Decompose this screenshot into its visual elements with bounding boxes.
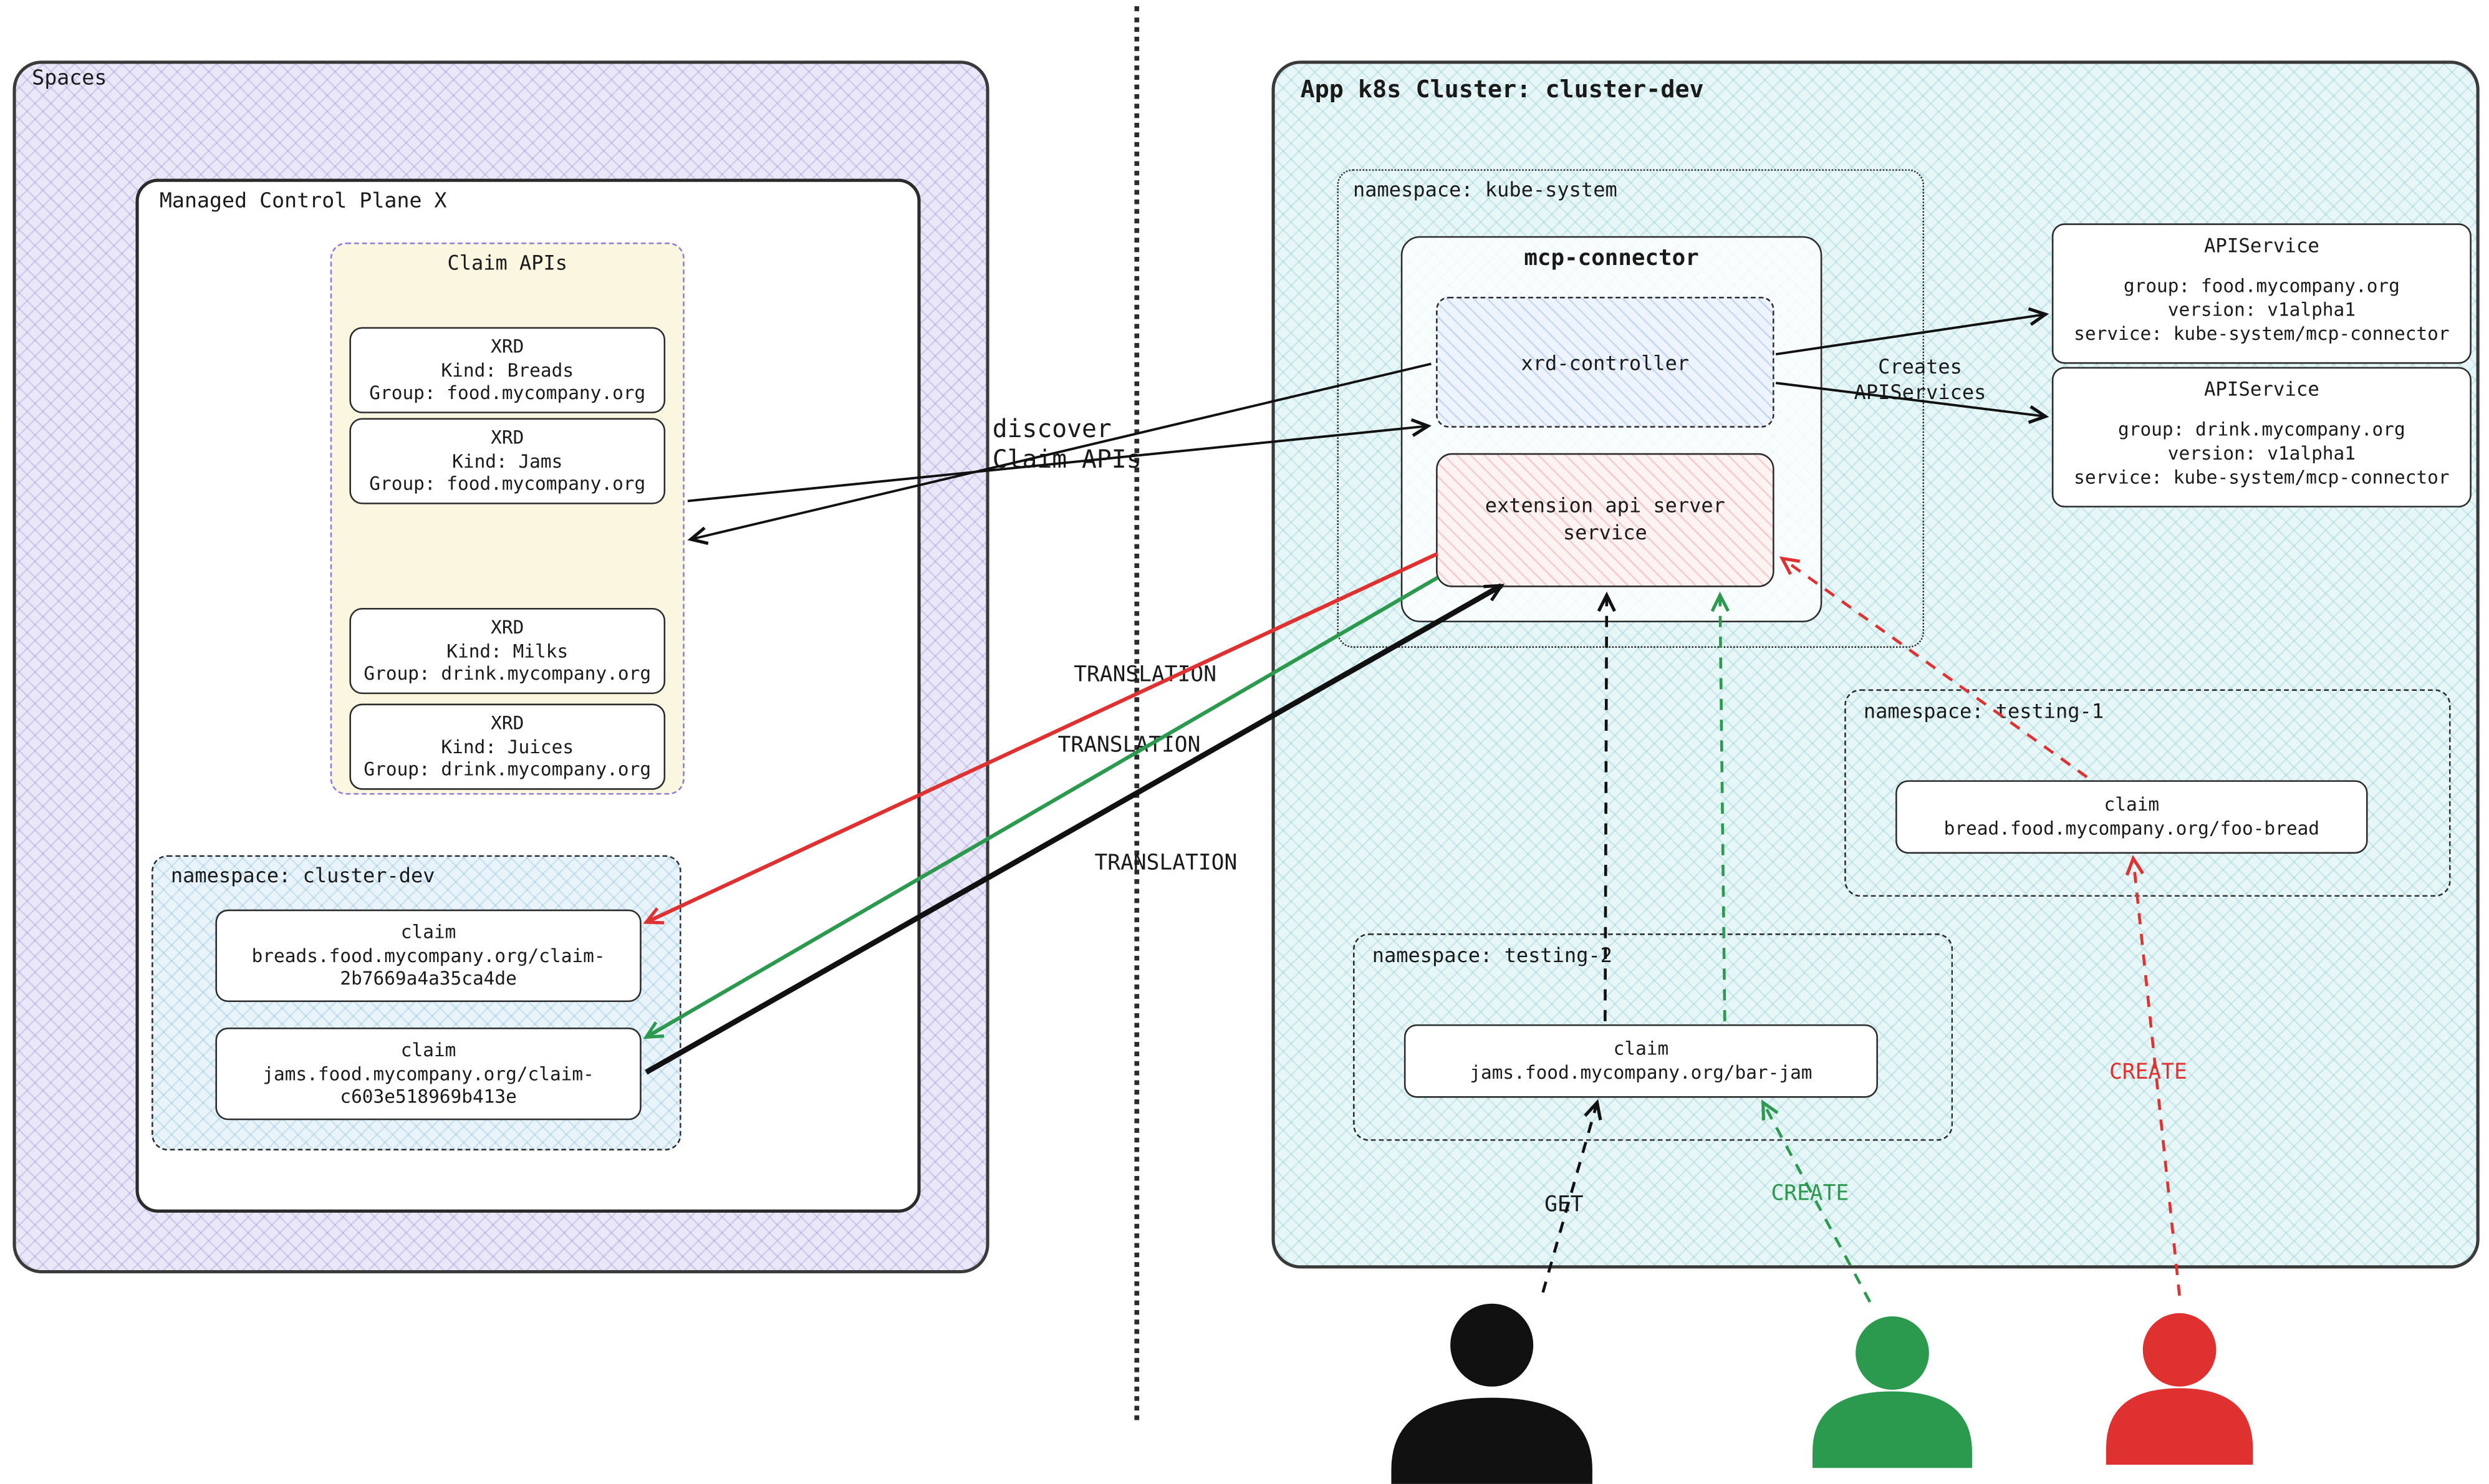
create-label-green: CREATE	[1771, 1180, 1849, 1207]
managed-control-plane-label: Managed Control Plane X	[159, 190, 447, 214]
discover-claim-apis-label: discover Claim APIs	[992, 415, 1142, 475]
xrd-kind: Kind: Juices	[441, 735, 574, 758]
claim-title: claim	[1613, 1037, 1669, 1060]
xrd-group: Group: food.mycompany.org	[369, 473, 646, 496]
claim-apis-title: Claim APIs	[447, 250, 568, 275]
apiservice-drink-box: APIService group: drink.mycompany.org ve…	[2051, 367, 2472, 508]
translation-label-red: TRANSLATION	[1074, 662, 1216, 688]
creates-apiservices-label: Creates APIServices	[1854, 354, 1986, 403]
claim-title: claim	[400, 1038, 456, 1061]
claim-bar-jam-box: claim jams.food.mycompany.org/bar-jam	[1403, 1024, 1878, 1098]
translation-label-black: TRANSLATION	[1094, 850, 1238, 876]
claim-breads-box: claim breads.food.mycompany.org/claim- 2…	[215, 909, 642, 1003]
translation-label-green: TRANSLATION	[1057, 732, 1201, 758]
claim-title: claim	[400, 920, 456, 943]
claim-name: breads.food.mycompany.org/claim- 2b7669a…	[251, 943, 605, 990]
namespace-testing-1-label: namespace: testing-1	[1863, 698, 2104, 723]
xrd-controller-box: xrd-controller	[1436, 296, 1774, 428]
xrd-kind-label: XRD	[491, 615, 524, 638]
xrd-group: Group: drink.mycompany.org	[363, 663, 652, 686]
claim-title: claim	[2104, 793, 2160, 816]
extension-api-server-box: extension api server service	[1436, 453, 1774, 587]
xrd-kind-label: XRD	[491, 334, 524, 357]
mcp-connector-title: mcp-connector	[1524, 246, 1699, 272]
xrd-kind-label: XRD	[491, 711, 524, 734]
xrd-kind: Kind: Milks	[446, 638, 569, 662]
xrd-breads-box: XRD Kind: Breads Group: food.mycompany.o…	[349, 327, 666, 413]
claim-name: bread.food.mycompany.org/foo-bread	[1943, 817, 2320, 840]
claim-foo-bread-box: claim bread.food.mycompany.org/foo-bread	[1895, 780, 2368, 854]
claim-name: jams.food.mycompany.org/bar-jam	[1470, 1061, 1813, 1084]
get-label: GET	[1544, 1192, 1584, 1218]
xrd-group: Group: food.mycompany.org	[369, 382, 646, 405]
apiservice-details: group: food.mycompany.org version: v1alp…	[2074, 274, 2450, 345]
user-black-icon	[1391, 1303, 1592, 1484]
user-red-icon	[2106, 1313, 2253, 1465]
namespace-cluster-dev-label: namespace: cluster-dev	[170, 863, 435, 887]
spaces-label: Spaces	[32, 67, 107, 91]
apiservice-food-box: APIService group: food.mycompany.org ver…	[2051, 223, 2472, 364]
app-cluster-label: App k8s Cluster: cluster-dev	[1300, 75, 1704, 104]
xrd-juices-box: XRD Kind: Juices Group: drink.mycompany.…	[349, 703, 666, 790]
apiservice-title: APIService	[2203, 378, 2319, 401]
user-green-icon	[1813, 1316, 1972, 1468]
xrd-group: Group: drink.mycompany.org	[363, 758, 652, 781]
create-label-red: CREATE	[2109, 1059, 2187, 1086]
extension-api-server-label: extension api server service	[1485, 493, 1725, 544]
xrd-controller-label: xrd-controller	[1521, 350, 1690, 375]
claim-jams-box: claim jams.food.mycompany.org/claim- c60…	[215, 1027, 642, 1120]
xrd-milks-box: XRD Kind: Milks Group: drink.mycompany.o…	[349, 607, 666, 695]
xrd-jams-box: XRD Kind: Jams Group: food.mycompany.org	[349, 418, 666, 504]
apiservice-details: group: drink.mycompany.org version: v1al…	[2074, 418, 2450, 489]
boundary-divider	[1134, 6, 1140, 1420]
xrd-kind: Kind: Breads	[441, 358, 574, 381]
namespace-testing-2-label: namespace: testing-2	[1372, 943, 1612, 967]
claim-name: jams.food.mycompany.org/claim- c603e5189…	[262, 1062, 594, 1109]
namespace-kube-system-label: namespace: kube-system	[1353, 177, 1617, 201]
xrd-kind-label: XRD	[491, 425, 524, 448]
xrd-kind: Kind: Jams	[452, 449, 563, 472]
apiservice-title: APIService	[2203, 234, 2319, 257]
